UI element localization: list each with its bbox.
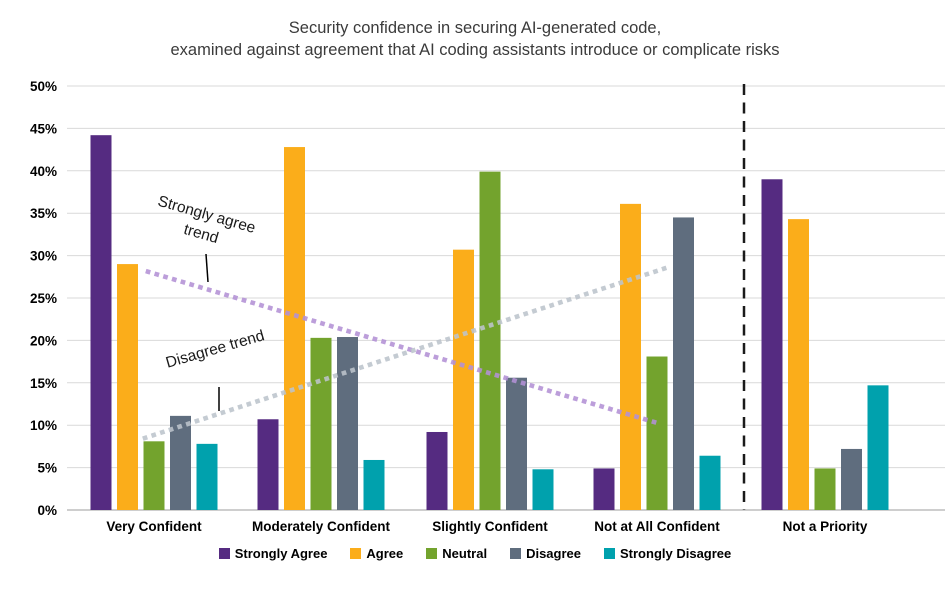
annotation-text-disagree-trend-0: Disagree trend xyxy=(164,327,266,371)
bar-not-at-all-confident-neutral xyxy=(646,356,668,510)
chart-legend: Strongly Agree Agree Neutral Disagree Strong… xyxy=(0,546,950,561)
annotation-pointer-strongly-agree-trend xyxy=(205,253,209,283)
legend-swatch-strongly-agree xyxy=(218,548,230,559)
legend-label-neutral: Neutral xyxy=(442,546,488,561)
chart-title-line2: examined against agreement that AI codin… xyxy=(170,41,780,59)
legend-swatch-agree xyxy=(350,548,362,559)
legend-item-neutral: Neutral xyxy=(426,546,487,561)
bar-not-at-all-confident-strongly-agree xyxy=(593,468,615,510)
legend-swatch-strongly-disagree xyxy=(604,548,615,559)
y-tick-label-30: 30% xyxy=(30,249,57,264)
bar-slightly-confident-neutral xyxy=(479,171,501,510)
bar-slightly-confident-strongly-disagree xyxy=(532,469,554,510)
x-axis-label-very-confident: Very Confident xyxy=(106,519,202,534)
bar-moderately-confident-neutral xyxy=(310,337,332,510)
y-tick-label-0: 0% xyxy=(37,503,57,518)
chart-title: Security confidence in securing AI-gener… xyxy=(0,17,950,61)
x-axis-label-not-at-all-confident: Not at All Confident xyxy=(594,519,720,534)
y-tick-label-10: 10% xyxy=(30,418,57,433)
bar-not-a-priority-strongly-disagree xyxy=(867,385,889,510)
bar-very-confident-disagree xyxy=(170,415,191,510)
bar-not-at-all-confident-strongly-disagree xyxy=(699,455,721,510)
legend-label-disagree: Disagree xyxy=(526,546,581,561)
annotation-disagree-trend: Disagree trend xyxy=(164,327,266,371)
legend-item-agree: Agree xyxy=(350,546,403,561)
legend-swatch-disagree xyxy=(510,548,522,559)
bar-very-confident-strongly-agree xyxy=(90,135,112,510)
bar-very-confident-strongly-disagree xyxy=(196,443,218,510)
x-axis-label-not-a-priority: Not a Priority xyxy=(783,519,868,534)
legend-label-strongly-agree: Strongly Agree xyxy=(234,546,328,561)
y-tick-label-15: 15% xyxy=(30,376,57,391)
legend-item-strongly-agree: Strongly Agree xyxy=(218,546,328,561)
y-tick-label-25: 25% xyxy=(30,291,57,306)
bar-slightly-confident-disagree xyxy=(506,377,527,510)
x-axis-label-slightly-confident: Slightly Confident xyxy=(432,519,548,534)
strongly-agree-trend-line xyxy=(145,268,665,428)
legend-swatch-neutral xyxy=(426,548,438,559)
legend-label-agree: Agree xyxy=(366,546,404,561)
bar-not-a-priority-strongly-agree xyxy=(761,179,783,510)
y-tick-label-20: 20% xyxy=(30,333,57,348)
bar-moderately-confident-disagree xyxy=(337,337,358,510)
bar-very-confident-neutral xyxy=(143,441,165,510)
bar-not-a-priority-neutral xyxy=(814,468,836,510)
bar-slightly-confident-strongly-agree xyxy=(426,431,448,510)
y-tick-label-40: 40% xyxy=(30,164,57,179)
bar-moderately-confident-agree xyxy=(284,147,305,510)
bar-not-a-priority-agree xyxy=(788,219,809,511)
bar-not-at-all-confident-agree xyxy=(620,203,641,510)
disagree-trend-line xyxy=(142,265,668,441)
bar-moderately-confident-strongly-disagree xyxy=(363,459,385,510)
bar-slightly-confident-agree xyxy=(453,249,474,510)
y-tick-label-45: 45% xyxy=(30,121,57,136)
y-tick-label-50: 50% xyxy=(30,79,57,94)
y-tick-label-5: 5% xyxy=(37,461,57,476)
bar-moderately-confident-strongly-agree xyxy=(257,419,279,510)
chart-title-line1: Security confidence in securing AI-gener… xyxy=(288,19,662,37)
legend-item-strongly-disagree: Strongly Disagree xyxy=(604,546,731,561)
legend-item-disagree: Disagree xyxy=(510,546,581,561)
bar-not-at-all-confident-disagree xyxy=(673,217,694,510)
legend-label-strongly-disagree: Strongly Disagree xyxy=(620,546,732,561)
y-tick-label-35: 35% xyxy=(30,206,57,221)
bar-not-a-priority-disagree xyxy=(841,448,862,510)
x-axis-label-moderately-confident: Moderately Confident xyxy=(252,519,391,534)
bar-very-confident-agree xyxy=(117,264,138,510)
